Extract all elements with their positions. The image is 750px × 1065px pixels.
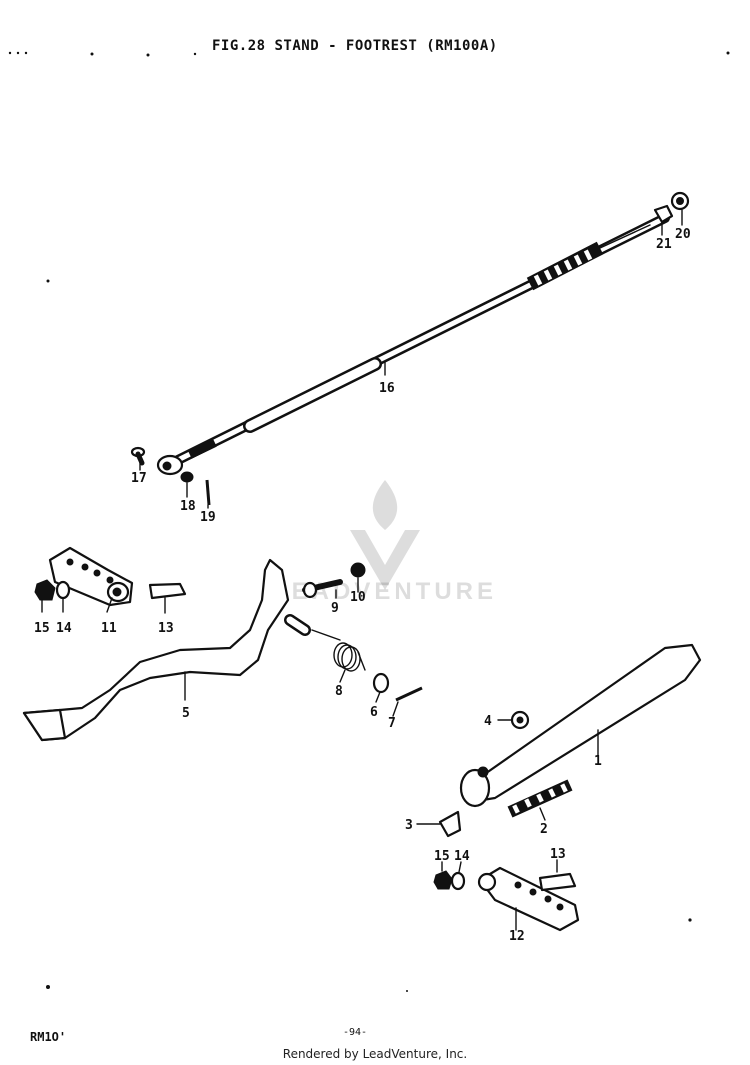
part-13-pin-right [538, 872, 577, 892]
callout-14-left: 14 [56, 621, 72, 636]
callout-1: 1 [594, 754, 602, 769]
part-7-cotter-pin [395, 686, 423, 702]
part-5-brake-pedal [22, 558, 311, 742]
callout-4: 4 [484, 714, 492, 729]
callout-11: 11 [101, 621, 117, 636]
callout-6: 6 [370, 705, 378, 720]
callout-7: 7 [388, 716, 396, 731]
callout-14-right: 14 [454, 849, 470, 864]
part-14-washer-right [450, 871, 466, 891]
callout-21: 21 [656, 237, 672, 252]
callout-8: 8 [335, 684, 343, 699]
callout-18: 18 [180, 499, 196, 514]
callout-9: 9 [331, 601, 339, 616]
callout-17: 17 [131, 471, 147, 486]
part-4-nut [510, 710, 530, 730]
part-14-washer [55, 580, 71, 600]
callout-20: 20 [675, 227, 691, 242]
part-3-bolt [438, 810, 462, 838]
part-8-return-spring [311, 629, 366, 672]
part-9-bolt [302, 579, 343, 599]
model-code: RM1O' [30, 1030, 67, 1044]
part-21-nut [653, 204, 674, 224]
part-15-nut [34, 579, 56, 601]
callout-3: 3 [405, 818, 413, 833]
callout-13-left: 13 [158, 621, 174, 636]
part-18-washer [180, 471, 194, 483]
callout-5: 5 [182, 706, 190, 721]
part-20-nut [670, 191, 690, 211]
callout-19: 19 [200, 510, 216, 525]
part-2-spring [507, 779, 573, 818]
page-number: -94- [343, 1027, 368, 1038]
part-19-cotter-pin [205, 479, 211, 506]
leadventure-logo-icon [350, 480, 420, 590]
page-title: FIG.28 STAND - FOOTREST (RM100A) [212, 38, 498, 54]
credit-line: Rendered by LeadVenture, Inc. [282, 1047, 468, 1061]
callout-13-right: 13 [550, 847, 566, 862]
part-10-nut [350, 562, 366, 578]
leader-lines [41, 209, 683, 931]
part-1-side-stand [459, 643, 702, 808]
part-12-footrest [477, 866, 580, 932]
part-13-pin [148, 582, 187, 600]
callout-15-right: 15 [434, 849, 450, 864]
callout-2: 2 [540, 822, 548, 837]
scan-specks [8, 51, 730, 992]
callout-12: 12 [509, 929, 525, 944]
part-17-pin [130, 446, 146, 466]
part-6-washer [372, 672, 390, 694]
part-16-brake-cable [156, 213, 670, 476]
part-15-nut-right [433, 870, 453, 890]
callout-10: 10 [350, 590, 366, 605]
callout-16: 16 [379, 381, 395, 396]
callout-15-left: 15 [34, 621, 50, 636]
